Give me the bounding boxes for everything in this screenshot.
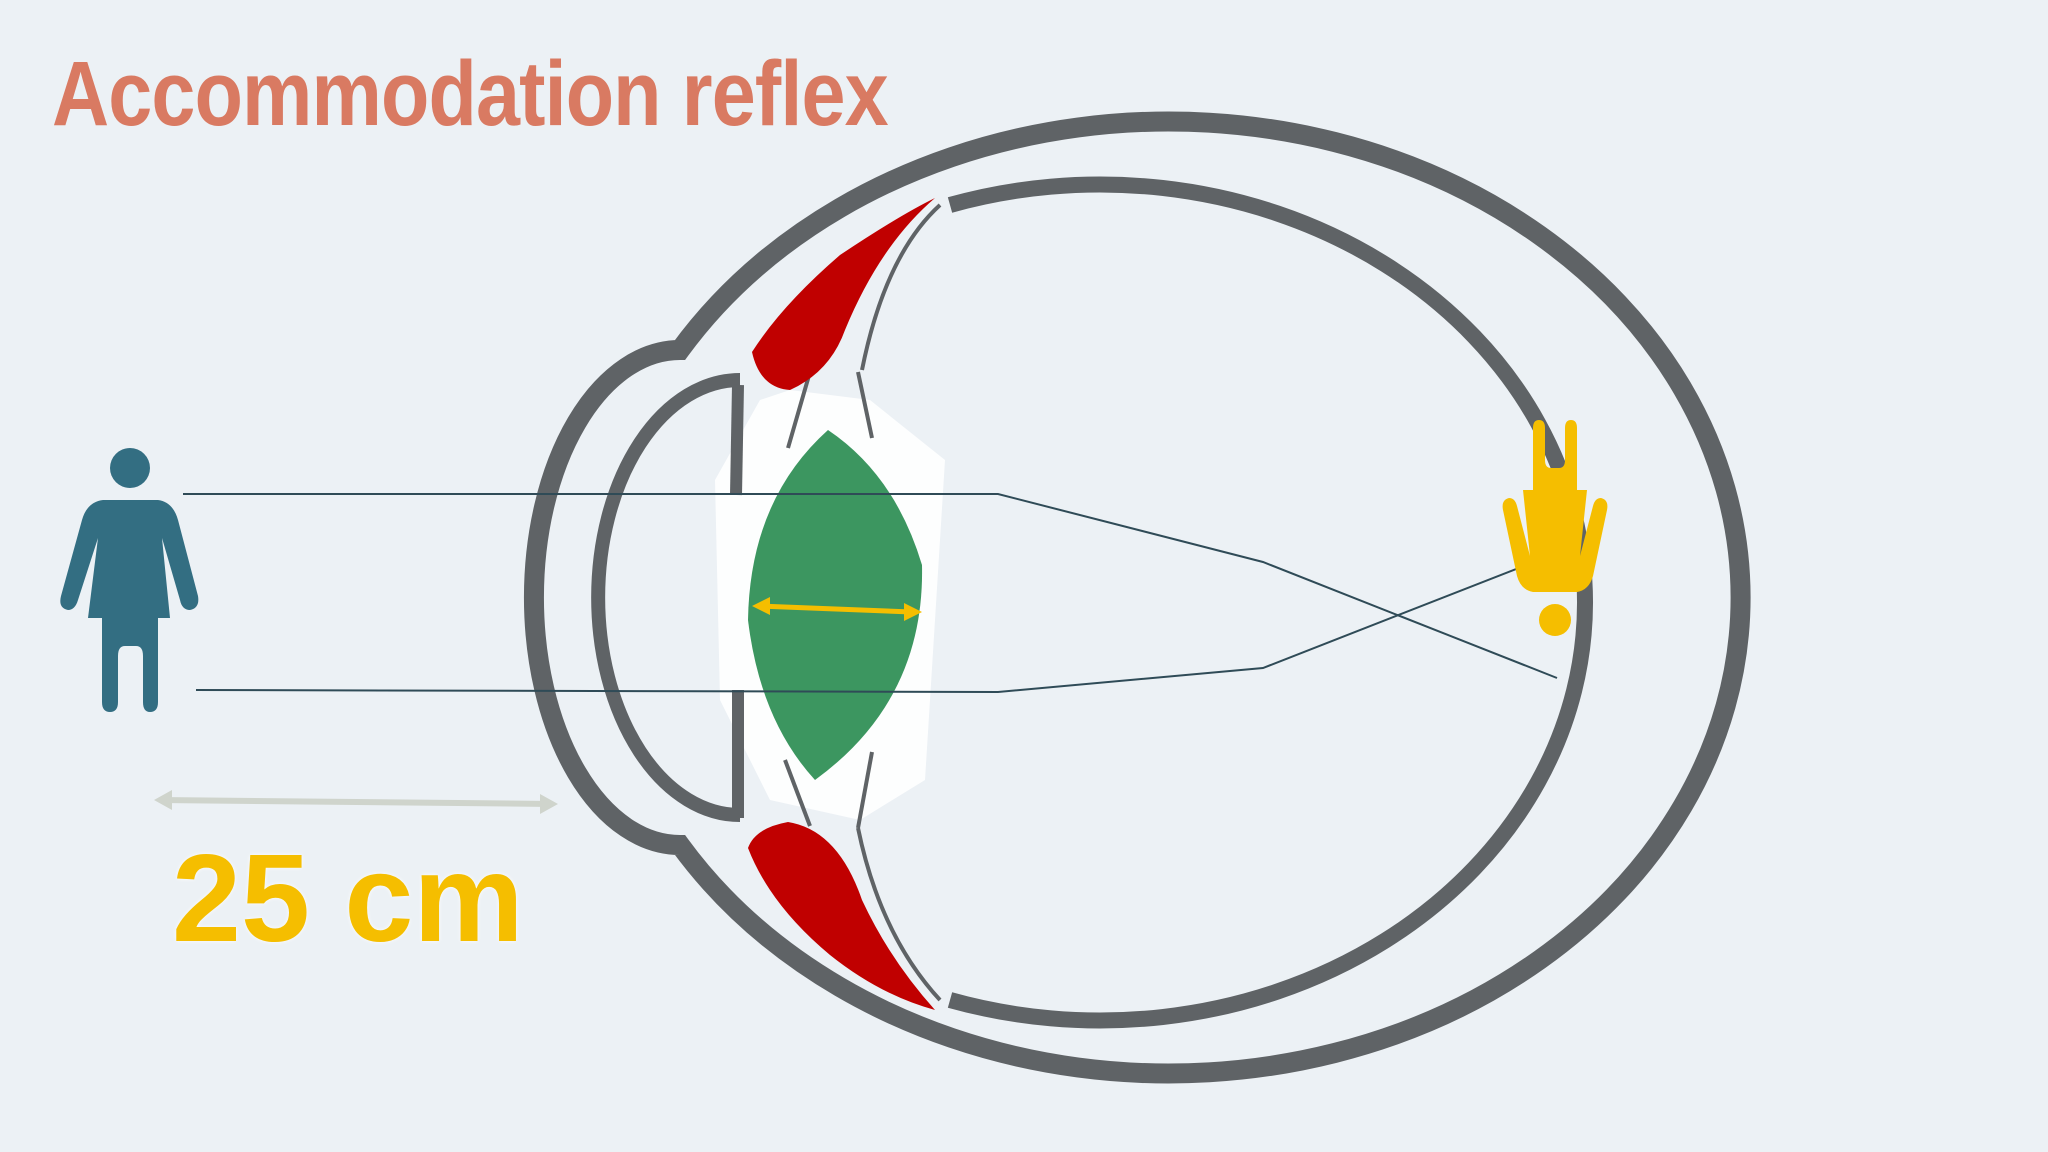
light-ray-upper (183, 493, 1558, 679)
iris-upper (730, 384, 744, 496)
distance-arrow (154, 790, 558, 814)
ciliary-muscle-lower (748, 822, 935, 1010)
page-title: Accommodation reflex (52, 43, 889, 145)
posterior-line-lower (856, 827, 942, 1002)
zonule-upper-front (786, 371, 812, 449)
ciliary-muscle-upper (752, 198, 935, 390)
light-ray-lower (195, 552, 1558, 694)
lens-thickness-arrow (752, 597, 922, 621)
distance-label: 25 cm (172, 830, 524, 968)
eye-inner-wall (947, 176, 1594, 1029)
inverted-person-icon (1502, 420, 1608, 636)
zonule-lower-front (783, 759, 812, 827)
zonule-lower-back (856, 751, 874, 829)
zonule-upper-back (856, 371, 874, 439)
person-icon (60, 448, 199, 712)
eye-outer-wall (523, 111, 1751, 1084)
inner-cornea (591, 373, 741, 822)
posterior-line-upper (860, 203, 942, 371)
